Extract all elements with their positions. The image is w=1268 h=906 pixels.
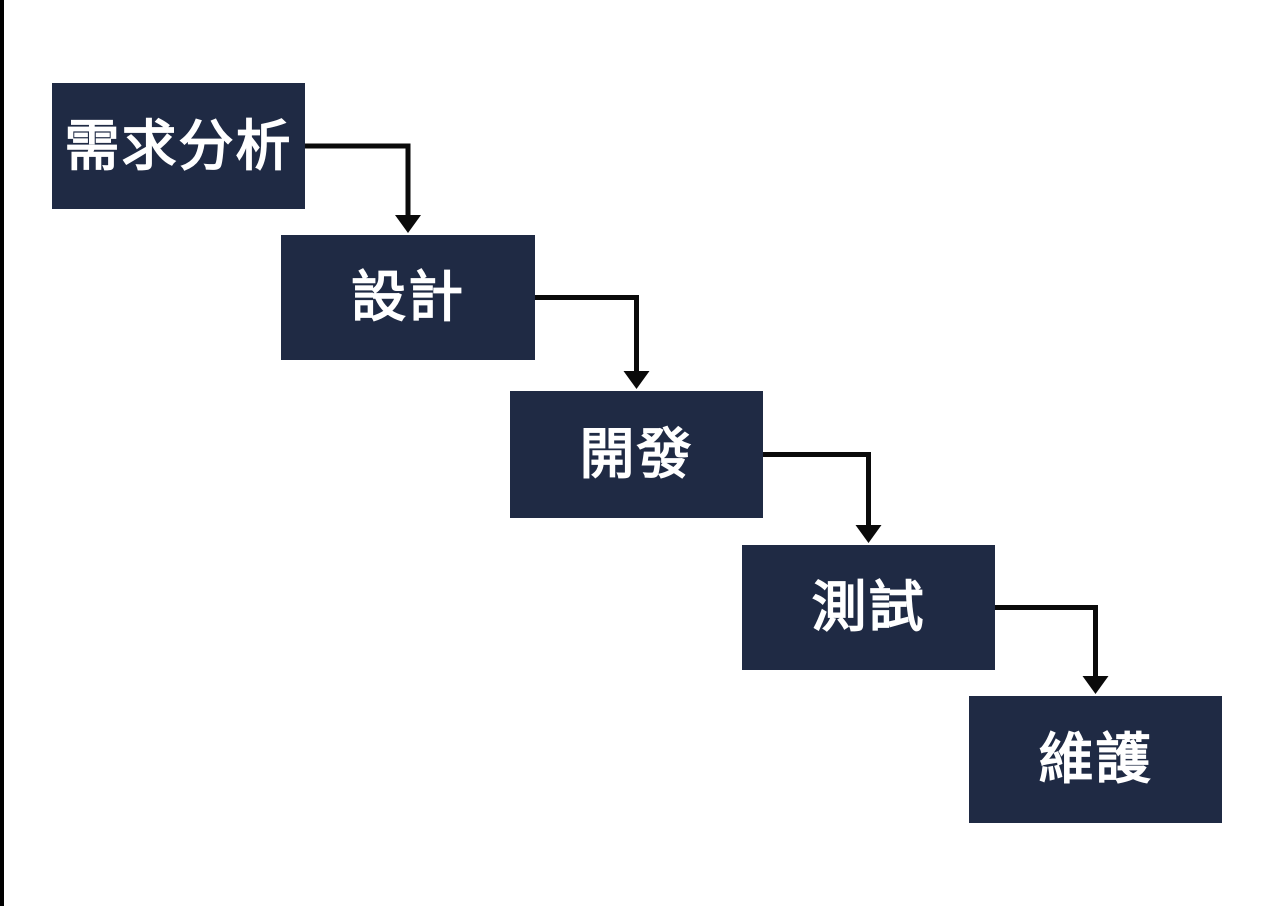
connector-line-1 [535,295,639,373]
connector-arrowhead-2 [855,525,882,543]
stage-label: 需求分析 [64,114,293,177]
stage-box-2: 開發 [510,391,763,518]
stage-box-3: 測試 [742,545,995,670]
connector-line-2 [763,452,871,527]
screen-left-edge-strip [0,0,4,906]
stage-label: 測試 [811,576,926,638]
stage-label: 維護 [1038,728,1153,790]
stage-box-0: 需求分析 [52,83,305,209]
connector-arrowhead-0 [395,215,421,233]
stage-box-4: 維護 [969,696,1222,823]
connector-arrowhead-1 [623,371,650,389]
stage-label: 設計 [350,266,465,328]
connector-line-0 [305,143,411,217]
stage-label: 開發 [579,423,694,485]
connector-line-3 [995,605,1098,678]
stage-box-1: 設計 [281,235,535,360]
connector-arrowhead-3 [1082,676,1109,694]
